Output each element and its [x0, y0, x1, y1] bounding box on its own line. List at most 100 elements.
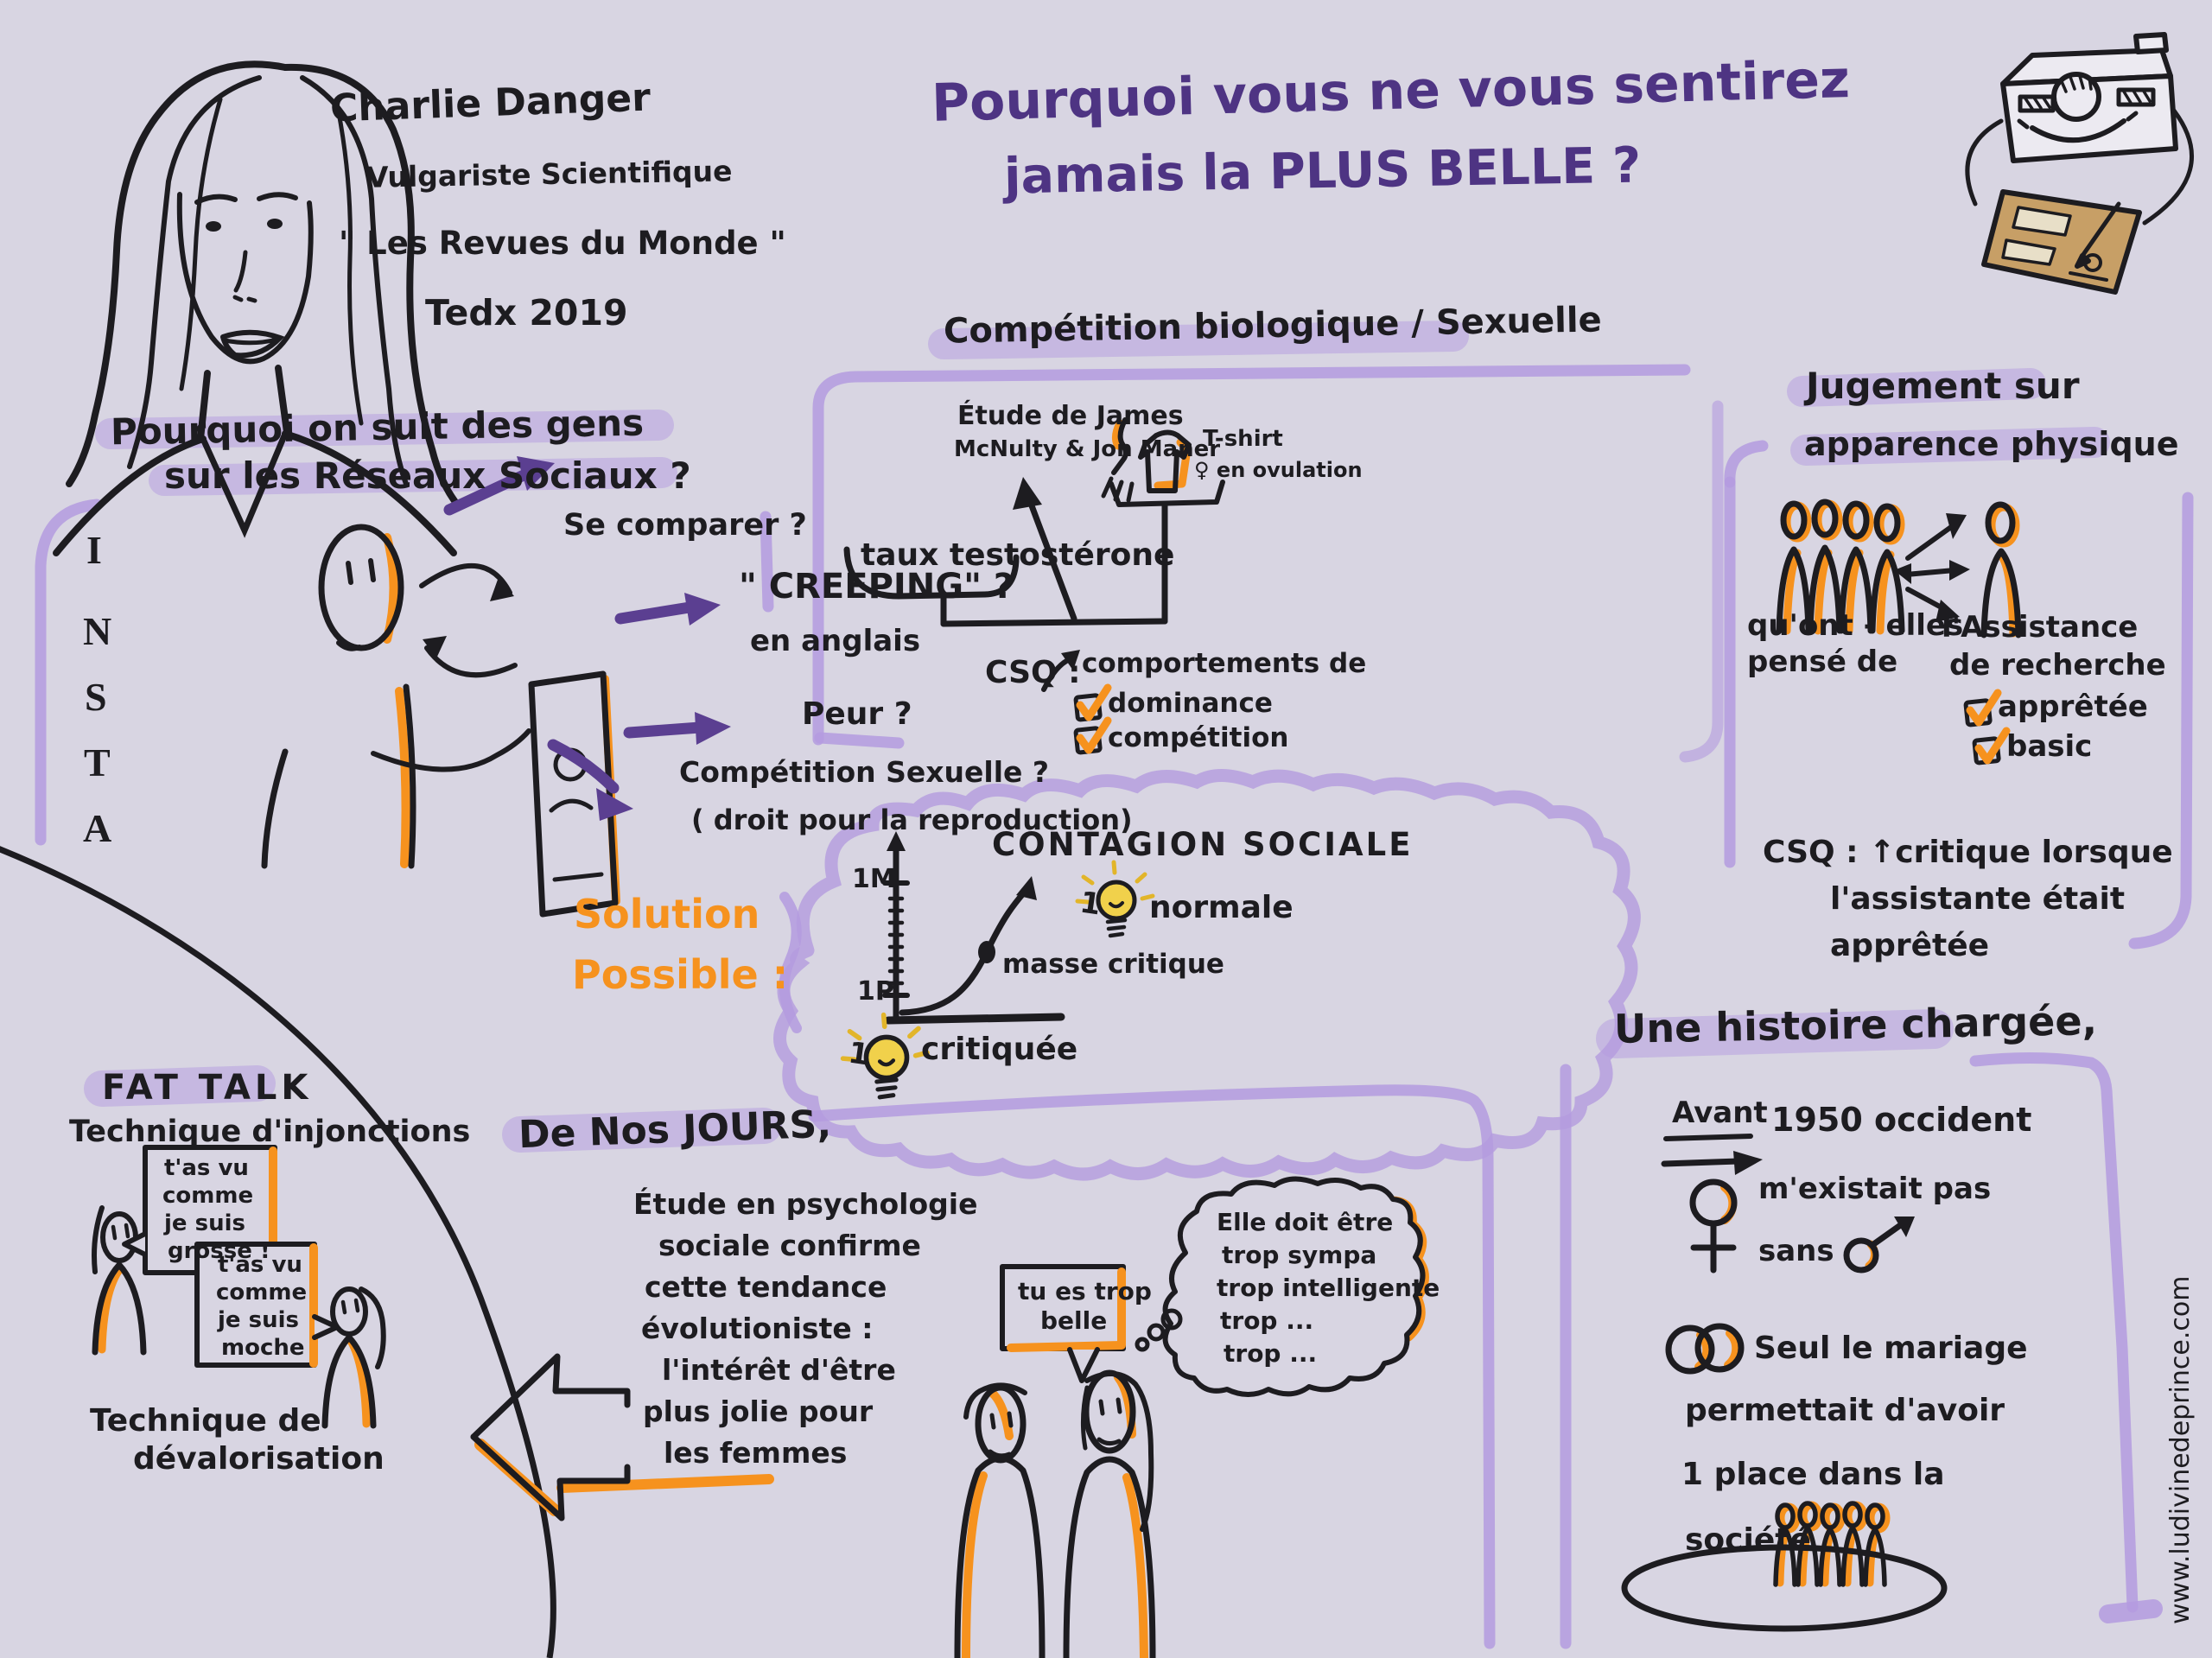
thought-cloud	[1162, 1176, 1426, 1397]
nose-icon	[1111, 417, 1128, 475]
wedding-rings-icon	[1665, 1323, 1745, 1375]
jugement-right2: de recherche	[1949, 648, 2166, 683]
reason-se-comparer: Se comparer ?	[563, 508, 807, 543]
tshirt-orange-accent	[1154, 438, 1192, 490]
jugement-csq-line2: l'assistante était	[1830, 881, 2126, 917]
jugement-check1-label: apprêtée	[1998, 689, 2148, 724]
normale-label: normale	[1149, 890, 1294, 925]
reason-arrows	[443, 469, 706, 794]
nosjours-scene	[954, 1176, 1429, 1658]
jugement-right1: l'Assistance	[1942, 610, 2139, 645]
jugement-check2-label: basic	[2006, 729, 2093, 764]
panel-borders	[35, 364, 2194, 1649]
avant-arrow	[1661, 1158, 1742, 1167]
phone-icon	[528, 670, 619, 918]
tshirt-tray	[1109, 480, 1225, 507]
insta-title-line1: Pourquoi on suit des gens	[110, 401, 645, 454]
masse-critique-label: masse critique	[1002, 949, 1224, 980]
speaker-role: Vulgariste Scientifique	[365, 154, 733, 194]
fattalk-figure1-head	[100, 1211, 138, 1263]
mariage-line1: Seul le mariage	[1754, 1331, 2028, 1366]
camera-icon	[1965, 32, 2194, 295]
mariage-line4: société	[1685, 1522, 1811, 1558]
bubble2-line1: t'as vu	[218, 1252, 302, 1278]
solution-line2: Possible :	[572, 951, 789, 998]
bubble1-line1: t'as vu	[164, 1155, 249, 1181]
nosjours-line3: cette tendance	[645, 1270, 887, 1304]
fattalk-circle-arc	[0, 846, 556, 1658]
taux-label: taux testostérone	[861, 537, 1175, 573]
fattalk-figure1-body	[92, 1261, 147, 1356]
nosjours-figure2-body	[1063, 1456, 1156, 1658]
jugement-title-line2: apparence physique	[1804, 425, 2179, 463]
contagion-graph	[843, 831, 1153, 1097]
jugement-left1: qu'ont - elles	[1747, 608, 1964, 643]
avant-underline	[1663, 1134, 1753, 1141]
thought-line3: trop intelligente	[1217, 1274, 1440, 1302]
existait-line: m'existait pas	[1758, 1172, 1992, 1206]
y-label-top: 1M	[852, 864, 896, 894]
bubble2-line4: moche	[221, 1335, 305, 1361]
jugement-csq-line3: apprêtée	[1830, 928, 1990, 963]
check-dominance	[1076, 688, 1108, 720]
tshirt-label-line1: T-shirt	[1203, 426, 1283, 452]
insta-figure-scene	[261, 456, 731, 918]
critiquee-label: critiquée	[921, 1032, 1078, 1067]
nosjours-figure1-body	[954, 1455, 1046, 1658]
avant-label: Avant	[1672, 1096, 1768, 1130]
y-label-bottom: 1P	[857, 976, 894, 1007]
nosjours-panel-border	[808, 1084, 1496, 1649]
thought-line1: Elle doit être	[1217, 1208, 1394, 1236]
mariage-line2: permettait d'avoir	[1685, 1393, 2005, 1428]
nosjours-line4: évolutioniste :	[641, 1312, 874, 1345]
figure2-ponytail	[359, 1286, 386, 1369]
date-label: 1950 occident	[1771, 1101, 2032, 1139]
bio-item-dominance: dominance	[1108, 688, 1273, 719]
society-crowd-icon	[1773, 1501, 1887, 1587]
fattalk-title: FAT TALK	[102, 1068, 313, 1108]
assistant-figure-icon	[1980, 501, 2022, 638]
bio-item-competition: compétition	[1108, 722, 1289, 753]
jugement-left2: pensé de	[1747, 645, 1898, 679]
tshirt-icon	[1138, 429, 1192, 493]
thought-line5: trop ...	[1224, 1339, 1318, 1368]
x-axis	[884, 1013, 1065, 1025]
bio-comportements: comportements de	[1082, 648, 1367, 679]
belle-bubble-line2: belle	[1040, 1306, 1108, 1335]
thought-line4: trop ...	[1220, 1306, 1314, 1335]
bio-diagram	[843, 417, 1225, 753]
speaker-channel: " Les Revues du Monde "	[339, 225, 786, 262]
fattalk-figure2-body	[321, 1334, 377, 1429]
masse-critique-dot	[978, 941, 995, 963]
bio-panel-border	[812, 364, 1691, 746]
arrow-to-etude	[1027, 498, 1077, 622]
check-basic	[1974, 731, 2006, 763]
jugement-panel-border	[1724, 440, 1769, 488]
critiquee-count: 1	[846, 1035, 872, 1073]
insta-title-line2: sur les Réseaux Sociaux ?	[164, 454, 691, 497]
contagion-title: CONTAGION SOCIALE	[992, 826, 1414, 863]
nose-orange-accent	[1111, 419, 1124, 450]
fattalk-scene	[92, 1145, 386, 1429]
male-symbol	[1843, 1223, 1903, 1274]
bubble1-line2: comme	[162, 1183, 254, 1209]
fattalk-figure2-head	[330, 1286, 368, 1337]
check-appretee	[1966, 693, 1998, 725]
insta-letter-s: S	[85, 675, 107, 719]
crayon-highlights	[84, 321, 2110, 1153]
histoire-title: Une histoire chargée,	[1613, 997, 2098, 1052]
insta-figure-head	[318, 524, 404, 651]
bubble2-line2: comme	[216, 1280, 308, 1305]
reason-creeping: " CREEPING" ?	[739, 567, 1014, 607]
reason-competition-sub: ( droit pour la reproduction)	[691, 804, 1133, 836]
swap-arrow-2	[424, 645, 518, 678]
speaker-event: Tedx 2019	[425, 292, 628, 334]
contagion-cloud-outline	[773, 769, 1641, 1181]
belle-bubble-line1: tu es trop	[1018, 1277, 1152, 1305]
etude-line2: McNulty & Jon Maner	[954, 436, 1221, 462]
reason-creeping-sub: en anglais	[750, 624, 921, 658]
figure2-hair	[1084, 1370, 1154, 1532]
check-competition	[1076, 721, 1108, 753]
big-left-arrow	[470, 1353, 774, 1521]
